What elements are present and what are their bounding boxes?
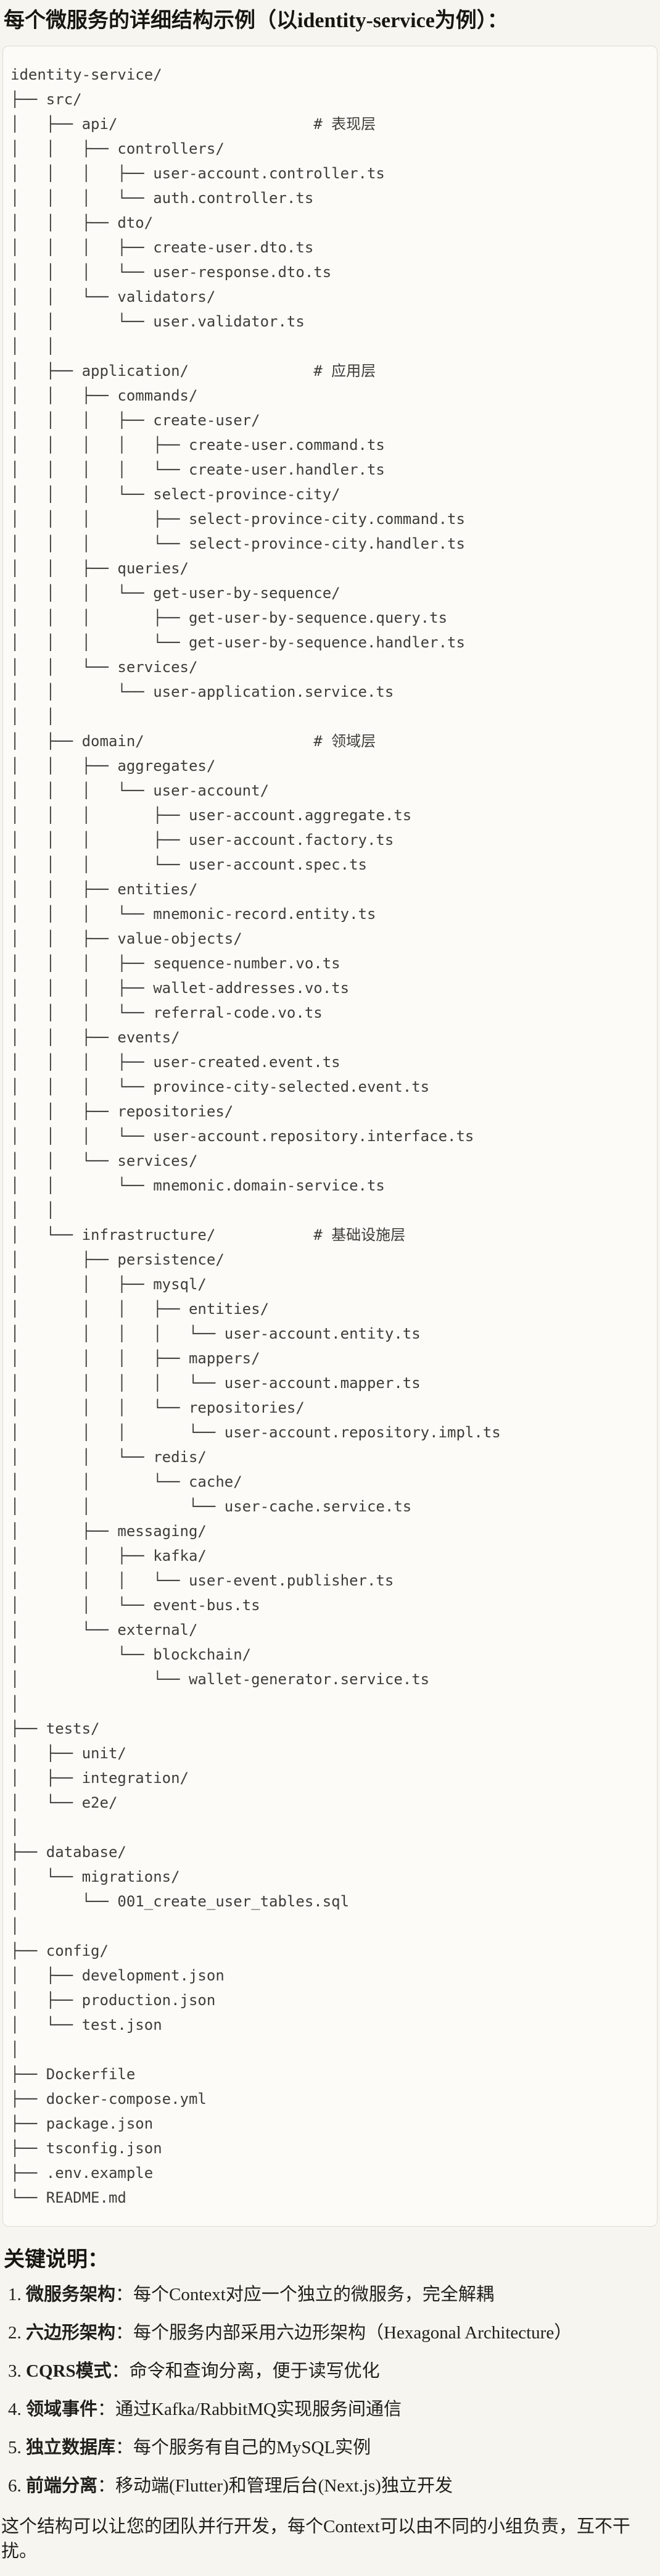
list-item: 独立数据库：每个服务有自己的MySQL实例	[26, 2435, 655, 2460]
note-desc: 通过Kafka/RabbitMQ实现服务间通信	[115, 2399, 402, 2419]
list-item: 六边形架构：每个服务内部采用六边形架构（Hexagonal Architectu…	[26, 2320, 655, 2345]
notes-heading: 关键说明：	[4, 2248, 109, 2271]
note-separator: ：	[115, 2285, 134, 2304]
note-separator: ：	[115, 2323, 134, 2343]
note-separator: ：	[97, 2476, 116, 2496]
note-term: 微服务架构	[26, 2285, 116, 2304]
file-tree: identity-service/ ├── src/ │ ├── api/ # …	[10, 66, 501, 2206]
note-term: 独立数据库	[26, 2438, 116, 2458]
list-item: 领域事件：通过Kafka/RabbitMQ实现服务间通信	[26, 2397, 655, 2422]
note-separator: ：	[115, 2438, 134, 2458]
note-term: 领域事件	[26, 2399, 98, 2419]
code-block: identity-service/ ├── src/ │ ├── api/ # …	[2, 46, 658, 2227]
closing-paragraph: 这个结构可以让您的团队并行开发，每个Context可以由不同的小组负责，互不干扰…	[1, 2517, 630, 2561]
note-separator: ：	[97, 2399, 116, 2419]
list-item: 微服务架构：每个Context对应一个独立的微服务，完全解耦	[26, 2282, 655, 2307]
note-term: CQRS模式	[26, 2361, 112, 2381]
note-desc: 每个服务内部采用六边形架构（Hexagonal Architecture）	[133, 2323, 572, 2343]
list-item: CQRS模式：命令和查询分离，便于读写优化	[26, 2359, 655, 2383]
note-desc: 命令和查询分离，便于读写优化	[129, 2361, 380, 2381]
list-item: 前端分离：移动端(Flutter)和管理后台(Next.js)独立开发	[26, 2474, 655, 2498]
note-desc: 移动端(Flutter)和管理后台(Next.js)独立开发	[115, 2476, 453, 2496]
note-desc: 每个Context对应一个独立的微服务，完全解耦	[133, 2285, 494, 2304]
note-term: 前端分离	[26, 2476, 98, 2496]
note-term: 六边形架构	[26, 2323, 116, 2343]
notes-list: 微服务架构：每个Context对应一个独立的微服务，完全解耦 六边形架构：每个服…	[0, 2282, 660, 2498]
note-separator: ：	[111, 2361, 130, 2381]
note-desc: 每个服务有自己的MySQL实例	[133, 2438, 371, 2458]
page-title: 每个微服务的详细结构示例（以identity-service为例）：	[4, 9, 508, 32]
